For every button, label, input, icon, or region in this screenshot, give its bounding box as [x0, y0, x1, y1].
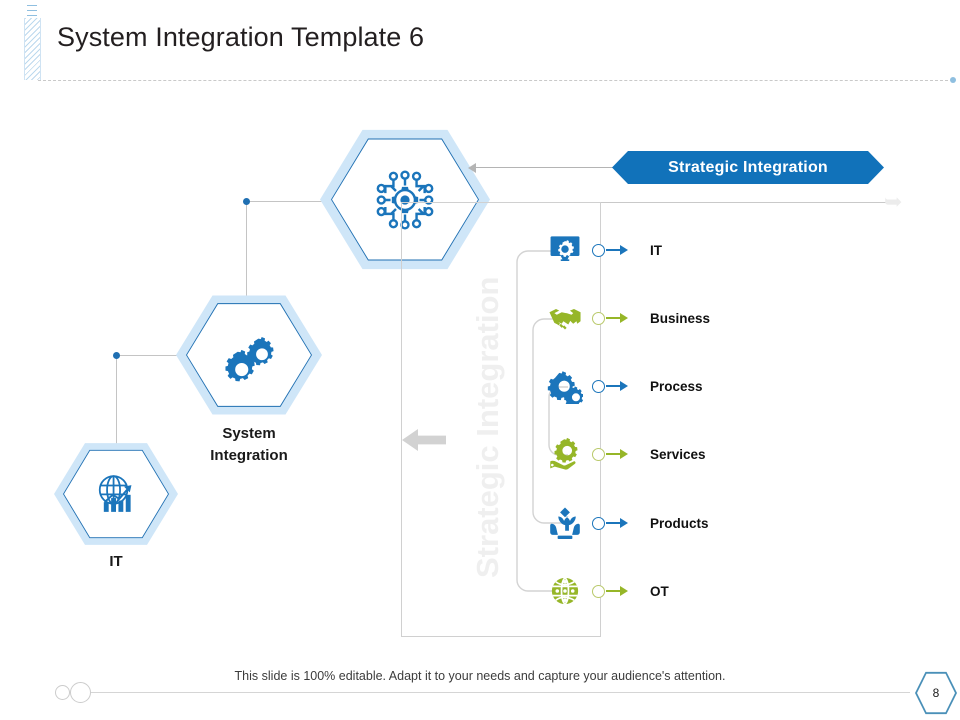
top-right-faint-line [600, 202, 890, 203]
hexagon-node-2-label: System Integration [176, 423, 322, 467]
list-item-services[interactable]: Services [546, 434, 706, 474]
bracket-business-products [532, 318, 568, 524]
list-item-ot[interactable]: OT [546, 571, 669, 611]
list-item-products-arrow-line [606, 522, 620, 524]
strategic-integration-banner[interactable]: Strategic Integration [612, 151, 884, 184]
header-divider-dot [950, 77, 956, 83]
globe-network-icon [546, 572, 584, 610]
hexagon-node-3-label: IT [109, 553, 123, 570]
connector-node-bottom [113, 352, 120, 359]
hexagon-label-line2: Integration [210, 446, 288, 464]
top-right-faint-arrow-icon: ➥ [884, 189, 903, 214]
hands-plant-icon [546, 504, 584, 542]
list-item-services-label: Services [650, 446, 706, 462]
list-item-it-bullet [592, 243, 605, 257]
connector-bottom-vertical [116, 355, 117, 455]
list-item-it[interactable]: IT [546, 230, 662, 270]
hexagon-node-3[interactable]: IT [54, 441, 178, 570]
list-item-products-bullet [592, 516, 605, 530]
list-item-services-bullet [592, 447, 605, 461]
header-decoration [24, 0, 41, 80]
page-number-text: 8 [917, 673, 955, 713]
footer-note: This slide is 100% editable. Adapt it to… [234, 669, 726, 683]
hexagon-node-1[interactable] [320, 127, 490, 272]
list-item-ot-arrow-line [606, 590, 620, 592]
list-item-products-arrow-head [620, 518, 628, 528]
banner-arrow-head [468, 163, 476, 173]
list-item-ot-bullet [592, 584, 605, 598]
list-item-process[interactable]: Process [546, 366, 703, 406]
list-item-it-arrow-line [606, 249, 620, 251]
list-item-process-label: Process [650, 378, 703, 394]
globe-chart-icon [98, 475, 132, 512]
footer-line [88, 692, 910, 693]
list-item-process-arrow-head [620, 381, 628, 391]
list-item-it-label: IT [650, 242, 662, 258]
list-item-business-arrow-line [606, 317, 620, 319]
list-item-process-arrow-line [606, 385, 620, 387]
banner-label: Strategic Integration [668, 158, 828, 176]
hand-gear-icon [546, 435, 584, 473]
network-gear-icon [376, 169, 434, 230]
monitor-gear-icon [546, 231, 584, 269]
hexagon-node-2[interactable]: System Integration [176, 293, 322, 464]
connector-top-vertical [246, 201, 247, 307]
banner-arrow-line [476, 167, 614, 168]
flow-outline-rect [401, 202, 601, 637]
list-item-ot-arrow-head [620, 586, 628, 596]
handshake-icon [546, 299, 584, 337]
list-item-services-arrow-head [620, 449, 628, 459]
list-item-business-arrow-head [620, 313, 628, 323]
list-item-it-arrow-head [620, 245, 628, 255]
connector-bottom-horizontal [116, 355, 196, 356]
list-item-ot-label: OT [650, 583, 669, 599]
list-item-business[interactable]: Business [546, 298, 710, 338]
two-gears-icon [225, 337, 274, 382]
list-item-products[interactable]: Products [546, 503, 709, 543]
page-title: System Integration Template 6 [57, 22, 425, 52]
connector-top-horizontal [246, 201, 326, 202]
list-item-products-label: Products [650, 515, 709, 531]
footer-dot-small [55, 685, 70, 700]
list-item-business-label: Business [650, 310, 711, 326]
hexagon-label-line1: System [222, 425, 276, 442]
header-divider [38, 80, 948, 81]
list-item-services-arrow-line [606, 453, 620, 455]
connector-node-top [243, 198, 250, 205]
footer-dot-large [70, 682, 91, 703]
gears-icon [546, 367, 584, 405]
bracket-it-ot [516, 250, 568, 592]
list-item-process-bullet [592, 379, 605, 393]
list-item-business-bullet [592, 311, 605, 325]
